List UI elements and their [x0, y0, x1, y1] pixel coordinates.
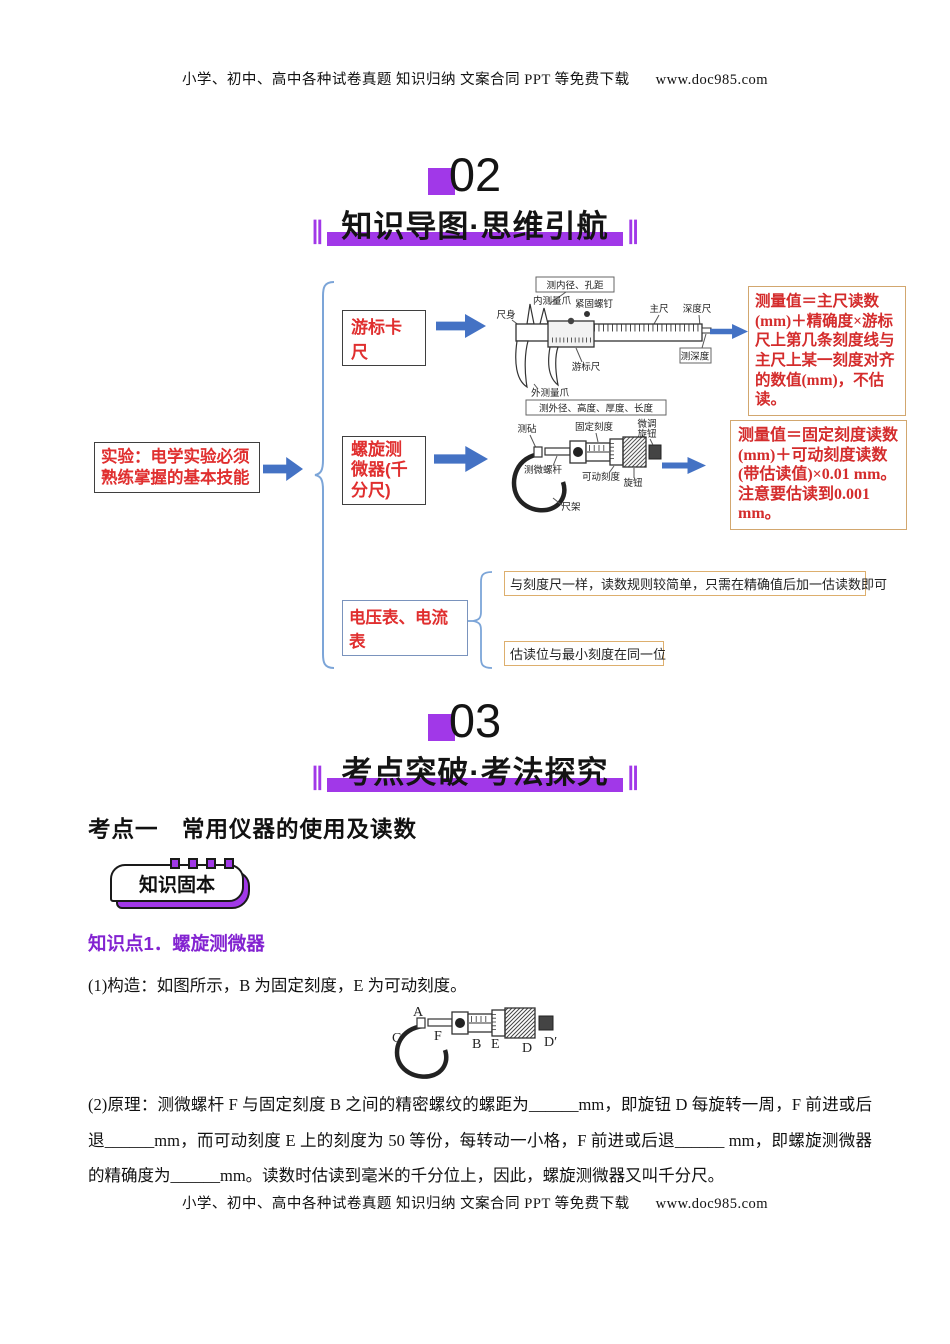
svg-text:测微螺杆: 测微螺杆 — [524, 464, 563, 476]
root-arrow-icon — [263, 457, 303, 481]
svg-text:深度尺: 深度尺 — [683, 303, 712, 315]
micrometer-note-arrow-icon — [662, 457, 706, 474]
svg-text:D′: D′ — [544, 1035, 557, 1050]
micrometer-arrow-icon — [434, 446, 488, 472]
svg-text:测深度: 测深度 — [681, 351, 710, 363]
main-brace-icon — [314, 281, 335, 669]
svg-text:主尺: 主尺 — [649, 303, 669, 315]
page-footer: 小学、初中、高中各种试卷真题 知识归纳 文案合同 PPT 等免费下载 www.do… — [0, 1192, 950, 1213]
footer-text: 小学、初中、高中各种试卷真题 知识归纳 文案合同 PPT 等免费下载 — [181, 1196, 630, 1212]
micrometer-diagram: 测砧 固定刻度 微调 旋钮 测微螺杆 可动刻度 — [511, 418, 662, 513]
knowledge-badge: 知识固本 — [110, 858, 250, 909]
svg-text:游标尺: 游标尺 — [572, 361, 601, 373]
left-slashes-decoration: ∥ — [310, 762, 324, 792]
knowledge-point-title: 知识点1．螺旋测微器 — [88, 933, 265, 954]
micrometer-reading-note: 测量值＝固定刻度读数(mm)＋可动刻度读数(带估读值)×0.01 mm。注意要估… — [730, 420, 907, 530]
section-02-header: 02 ∥知识导图·思维引航∥ — [0, 148, 950, 247]
meters-note-2: 估读位与最小刻度在同一位 — [504, 641, 666, 666]
svg-text:内测量爪: 内测量爪 — [533, 295, 572, 307]
svg-text:测外径、高度、厚度、长度: 测外径、高度、厚度、长度 — [539, 403, 654, 415]
svg-text:外测量爪: 外测量爪 — [531, 387, 570, 399]
paragraph-structure: (1)构造：如图所示，B 为固定刻度，E 为可动刻度。 — [88, 976, 467, 995]
caliper-arrow-icon — [436, 314, 486, 338]
footer-url: www.doc985.com — [655, 1196, 769, 1212]
badge-label: 知识固本 — [110, 864, 244, 902]
paragraph-principle: (2)原理：测微螺杆 F 与固定刻度 B 之间的精密螺纹的螺距为______mm… — [88, 1095, 872, 1185]
section-02-title: 知识导图·思维引航 — [327, 201, 623, 247]
svg-text:固定刻度: 固定刻度 — [575, 421, 614, 433]
svg-text:微调: 微调 — [637, 418, 656, 430]
svg-text:紧固螺钉: 紧固螺钉 — [575, 299, 614, 310]
badge-square-icon — [206, 858, 216, 869]
svg-text:B: B — [472, 1037, 481, 1052]
page-header: 小学、初中、高中各种试卷真题 知识归纳 文案合同 PPT 等免费下载 www.do… — [0, 68, 950, 89]
section-03-number: 03 — [427, 694, 502, 747]
section-02-number: 02 — [427, 148, 502, 201]
svg-text:尺身: 尺身 — [496, 309, 515, 321]
svg-text:A: A — [413, 1005, 424, 1020]
svg-text:E: E — [491, 1037, 500, 1052]
caliper-reading-note: 测量值＝主尺读数(mm)＋精确度×游标尺上第几条刻度线与主尺上某一刻度对齐的数值… — [748, 286, 906, 417]
meters-brace-icon — [468, 571, 493, 669]
svg-text:可动刻度: 可动刻度 — [582, 471, 621, 483]
left-slashes-decoration: ∥ — [310, 216, 324, 246]
header-url: www.doc985.com — [655, 72, 769, 88]
section-03-header: 03 ∥考点突破·考法探究∥ — [0, 694, 950, 793]
badge-square-icon — [170, 858, 180, 869]
meters-note-1: 与刻度尺一样，读数规则较简单，只需在精确值后加一估读数即可 — [504, 571, 887, 596]
section-03-title: 考点突破·考法探究 — [327, 747, 623, 793]
svg-text:F: F — [434, 1029, 442, 1044]
svg-text:测内径、孔距: 测内径、孔距 — [546, 280, 604, 292]
branch-caliper-label: 游标卡尺 — [342, 310, 426, 366]
badge-square-icon — [188, 858, 198, 869]
svg-text:旋钮: 旋钮 — [637, 428, 657, 440]
mindmap: 实验：电学实验必须熟练掌握的基本技能 游标卡尺 测内径、孔距 内测量爪 尺身 紧… — [0, 270, 950, 680]
svg-text:D: D — [522, 1041, 532, 1056]
svg-text:C: C — [392, 1031, 401, 1046]
topic-heading: 考点一 常用仪器的使用及读数 — [88, 817, 418, 842]
right-slashes-decoration: ∥ — [626, 762, 640, 792]
svg-text:测砧: 测砧 — [517, 423, 537, 435]
branch-meters-label: 电压表、电流表 — [342, 600, 468, 656]
micrometer-figure: A C F B E D D′ — [392, 1005, 557, 1079]
header-text: 小学、初中、高中各种试卷真题 知识归纳 文案合同 PPT 等免费下载 — [181, 72, 630, 88]
svg-text:旋钮: 旋钮 — [623, 477, 643, 489]
branch-micrometer-label: 螺旋测微器(千分尺) — [342, 436, 426, 506]
badge-square-icon — [224, 858, 234, 869]
caliper-note-arrow-icon — [710, 324, 748, 339]
right-slashes-decoration: ∥ — [626, 216, 640, 246]
mindmap-root-node: 实验：电学实验必须熟练掌握的基本技能 — [94, 442, 260, 494]
vernier-caliper-diagram: 测内径、孔距 内测量爪 尺身 紧固螺钉 主尺 深度尺 测深度 — [496, 276, 712, 416]
svg-text:尺架: 尺架 — [561, 502, 581, 513]
